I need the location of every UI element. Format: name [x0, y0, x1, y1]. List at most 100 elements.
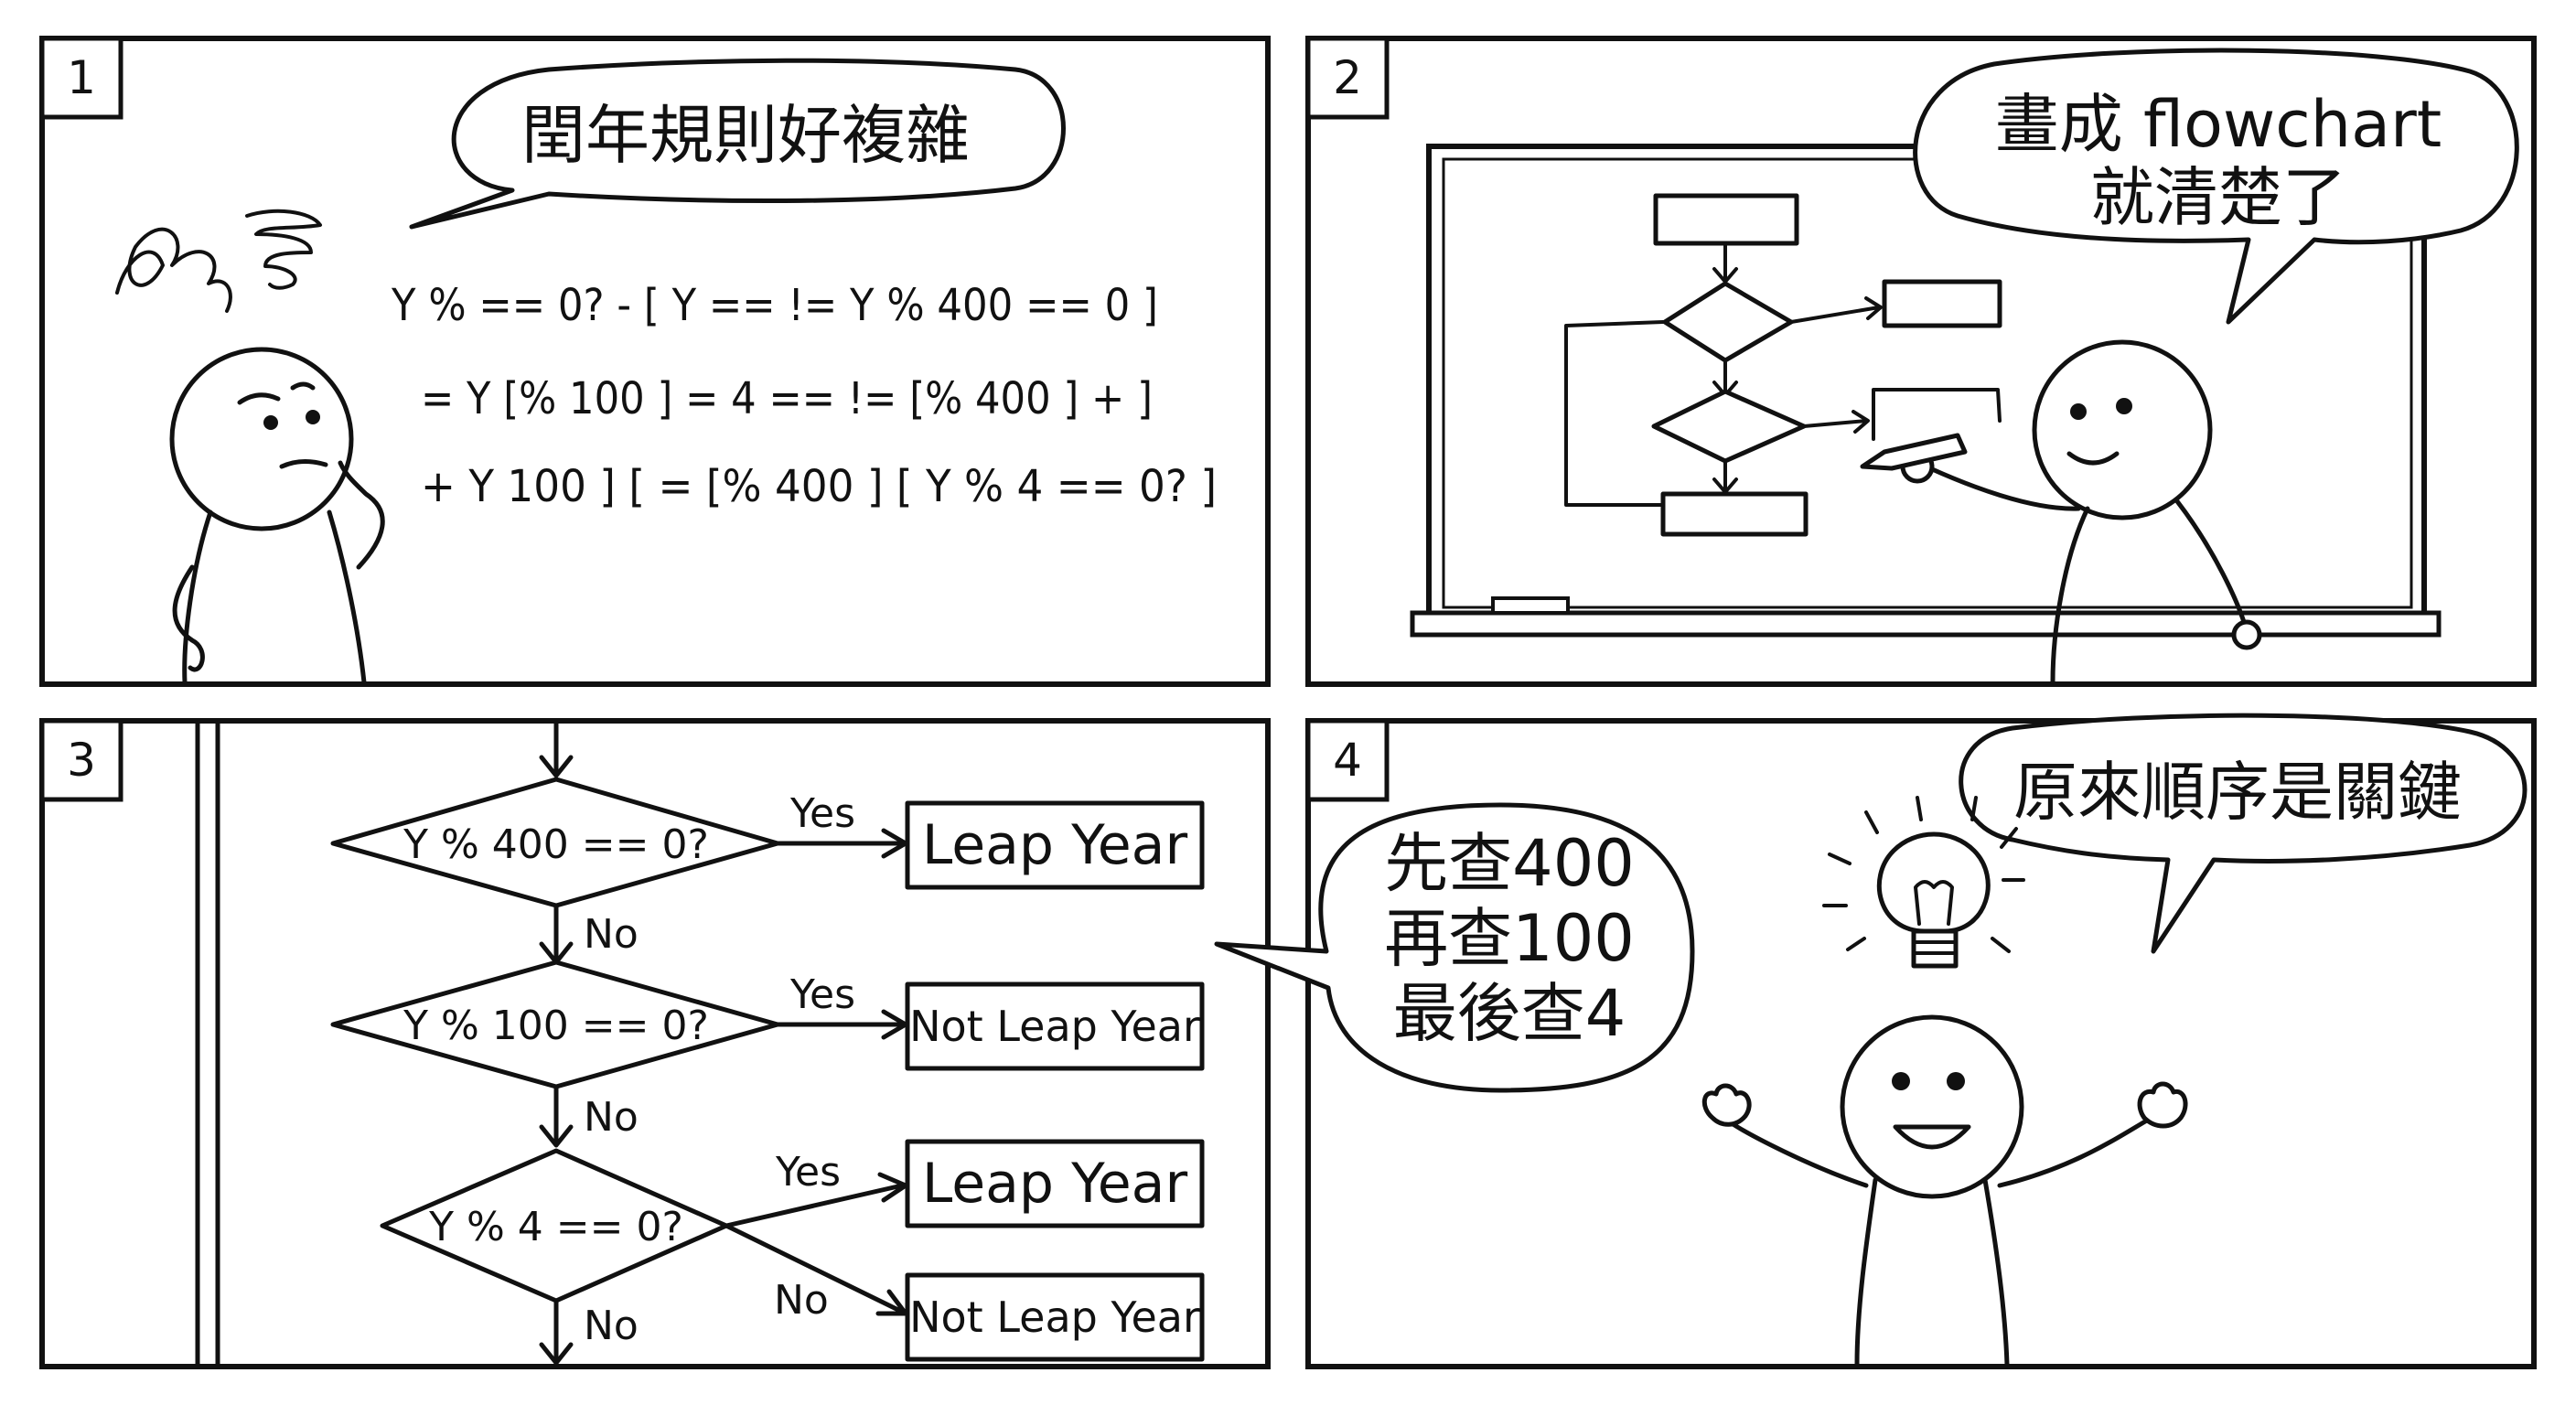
panel-4: 4 原來順序是關鍵 先查400 再查100 最後查4	[1214, 713, 2537, 1369]
panel-1-speech-text: 閏年規則好複雜	[521, 98, 970, 173]
panel-2: 2 畫成 flowch	[1305, 36, 2537, 687]
result-4-label: Not Leap Year	[909, 1292, 1200, 1342]
sketch-loop-line	[1564, 320, 1665, 507]
happy-eye-right	[1947, 1072, 1965, 1090]
light-bulb-filament	[1914, 880, 1954, 926]
figure-eyebrow	[237, 392, 281, 405]
confusion-scribble-icon	[115, 227, 232, 313]
figure-eye-right	[306, 410, 320, 424]
panel-2-number: 2	[1333, 51, 1362, 104]
light-bulb-rays	[1822, 796, 2025, 953]
leap-year-flowchart: Y % 400 == 0? Yes Leap Year No Y % 100 =…	[330, 720, 1205, 1366]
happy-hand-left	[1701, 1083, 1752, 1127]
result-box-1	[905, 800, 1205, 890]
yes-label-3: Yes	[775, 1149, 841, 1196]
no-label-3-down: No	[584, 1303, 639, 1349]
happy-arm-right	[1997, 1115, 2154, 1188]
formula-line-3: + Y 100 ] [ = [% 400 ] [ Y % 4 == 0? ]	[421, 461, 1217, 512]
happy-arm-left	[1726, 1119, 1869, 1188]
light-bulb-glass	[1876, 831, 1991, 934]
result-box-2	[905, 981, 1205, 1071]
light-bulb-base-threads	[1912, 940, 1958, 955]
panel-4-speech-bubble-top	[1959, 713, 2528, 954]
sketch-result-box-1	[1882, 279, 2002, 328]
panel-4-speech-bubble-side	[1214, 802, 1695, 1093]
no-arrow-3-down	[539, 1298, 574, 1366]
marker-pen-icon	[1860, 433, 1968, 471]
figure-arm-left	[172, 564, 205, 672]
whiteboard-eraser	[1491, 596, 1570, 615]
presenter-head	[2032, 339, 2213, 520]
presenter-body	[2050, 506, 2090, 685]
sketched-flowchart	[1564, 193, 2002, 537]
result-box-4	[905, 1272, 1205, 1362]
figure-mouth	[279, 459, 328, 469]
panel-4-side-line-3: 最後查4	[1393, 976, 1626, 1051]
happy-stick-figure	[1701, 1014, 2188, 1367]
no-arrow-2	[539, 1084, 574, 1148]
panel-4-speech-top-text: 原來順序是關鍵	[2013, 755, 2462, 830]
panel-2-number-box	[1305, 36, 1390, 120]
happy-body-right	[1982, 1177, 2010, 1367]
happy-head	[1840, 1014, 2024, 1199]
panel-4-side-line-1: 先查400	[1384, 826, 1635, 901]
decision-3-label: Y % 4 == 0?	[428, 1204, 683, 1250]
sketch-result-box-2	[1872, 388, 2002, 441]
panel-1-speech-bubble	[409, 58, 1066, 230]
panel-1-number-box	[39, 36, 123, 120]
happy-mouth	[1893, 1124, 1971, 1150]
presenter-eye-left	[2070, 403, 2087, 420]
happy-eye-left	[1892, 1072, 1910, 1090]
yes-label-2: Yes	[789, 971, 855, 1018]
happy-hand-right	[2137, 1081, 2188, 1129]
no-label-3-right: No	[774, 1277, 829, 1324]
result-1-label: Leap Year	[922, 813, 1188, 877]
panel-3-number: 3	[67, 734, 96, 787]
sketch-start-box	[1653, 193, 1799, 246]
figure-eyebrow-right	[290, 381, 316, 391]
entry-arrow	[539, 720, 574, 778]
presenter-eye-right	[2116, 398, 2132, 414]
decision-2-label: Y % 100 == 0?	[402, 1003, 709, 1049]
panel-2-speech-bubble	[1913, 48, 2519, 325]
panel-4-number-box	[1305, 718, 1390, 802]
presenter-mouth	[2066, 451, 2120, 466]
figure-eye-left	[263, 415, 278, 430]
panel-4-side-line-2: 再查100	[1384, 901, 1635, 976]
figure-head	[169, 347, 354, 531]
panel-4-number: 4	[1333, 734, 1362, 787]
panel-2-speech-line-1: 畫成 flowchart	[1995, 87, 2442, 162]
no-label-2: No	[584, 1094, 639, 1141]
sketch-arrow-right-2	[1802, 410, 1870, 434]
presenter-hand-right	[2231, 619, 2262, 650]
panel-3: 3 Y % 400 == 0? Yes Leap Year No Y % 100…	[39, 718, 1271, 1369]
figure-body-right	[327, 509, 367, 685]
dizzy-spiral-icon	[245, 209, 322, 290]
result-3-label: Leap Year	[922, 1152, 1188, 1216]
presenter-stick-figure	[1860, 339, 2262, 685]
yes-label-1: Yes	[789, 790, 855, 837]
confused-stick-figure	[169, 347, 385, 685]
no-label-1: No	[584, 911, 639, 958]
light-bulb-icon	[1822, 796, 2025, 969]
presenter-arm-pointing	[1927, 466, 2081, 511]
figure-arm-hand-chin	[338, 460, 385, 570]
sketch-end-box	[1660, 491, 1809, 537]
light-bulb-base	[1911, 928, 1959, 969]
formula-line-2: = Y [% 100 ] = 4 == != [% 400 ] + ]	[421, 373, 1153, 424]
figure-body	[182, 509, 213, 685]
panel-3-number-box	[39, 718, 123, 802]
formula-block: Y % == 0? - [ Y == != Y % 400 == 0 ] = Y…	[391, 280, 1217, 512]
happy-body-left	[1854, 1177, 1878, 1367]
whiteboard-tray	[1410, 610, 2442, 638]
decision-1-label: Y % 400 == 0?	[402, 821, 709, 868]
panel-1-number: 1	[67, 51, 96, 104]
result-box-3	[905, 1139, 1205, 1228]
panel-1: 1 閏年規則好複雜 Y % == 0? - [ Y == != Y % 400 …	[39, 36, 1271, 687]
result-2-label: Not Leap Year	[909, 1002, 1200, 1051]
panel-3-divider-lines	[195, 720, 220, 1367]
panel-2-speech-line-2: 就清楚了	[2090, 160, 2346, 235]
sketch-arrow-right-1	[1789, 296, 1883, 324]
formula-line-1: Y % == 0? - [ Y == != Y % 400 == 0 ]	[391, 280, 1158, 331]
